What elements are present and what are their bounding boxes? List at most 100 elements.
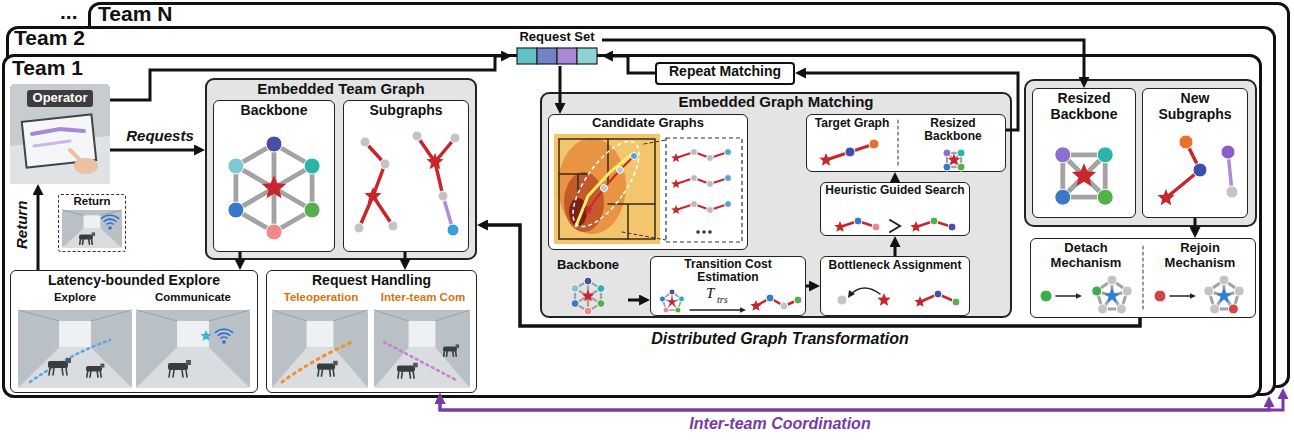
graph-edge bbox=[452, 351, 454, 356]
robot-head bbox=[66, 358, 71, 363]
more-dots bbox=[702, 230, 706, 234]
graph-vertex bbox=[872, 223, 880, 231]
signal-arc bbox=[101, 215, 119, 219]
text-slot: Repeat Matching bbox=[655, 64, 795, 80]
graph-edge bbox=[1142, 246, 1143, 310]
connector-arrow bbox=[894, 178, 897, 182]
art-group bbox=[659, 289, 802, 313]
text-slot: Latency-bounded Explore bbox=[10, 273, 258, 289]
heat-region bbox=[558, 138, 626, 234]
graph-vertex bbox=[952, 298, 960, 306]
text-slot: Candidate Graphs bbox=[548, 116, 748, 131]
graph-edge bbox=[321, 370, 323, 376]
connector-arrow bbox=[608, 56, 655, 73]
node-text: New Subgraphs bbox=[1144, 91, 1246, 122]
graph-vertex bbox=[943, 163, 951, 171]
signal-arc bbox=[107, 223, 114, 224]
graph-edge bbox=[88, 239, 90, 244]
graph-vertex bbox=[1098, 304, 1108, 314]
graph-edge bbox=[169, 370, 170, 377]
graph-edge bbox=[62, 368, 63, 375]
leader-star bbox=[750, 300, 761, 311]
graph-vertex bbox=[691, 149, 698, 156]
photo-wall-edge bbox=[18, 310, 132, 321]
node-text: Embedded Graph Matching bbox=[540, 94, 1012, 111]
graph-vertex bbox=[725, 201, 732, 208]
graph-edge bbox=[91, 239, 93, 244]
photo-frame bbox=[18, 310, 132, 388]
graph-vertex bbox=[1107, 275, 1117, 285]
connector-arrow bbox=[559, 66, 562, 108]
candidate-region bbox=[561, 132, 651, 237]
text-slot: Request Handling bbox=[266, 273, 477, 289]
graph-vertex bbox=[1221, 145, 1235, 159]
connector-arrow bbox=[110, 149, 199, 152]
photo-frame bbox=[136, 310, 250, 388]
graph-vertex bbox=[412, 131, 422, 141]
connector-arrow bbox=[1194, 218, 1197, 232]
text-slot: Detach Mechanism bbox=[1033, 241, 1139, 270]
photo-floor bbox=[62, 228, 122, 248]
edge-label: Requests bbox=[123, 128, 197, 145]
team-graph-panel: Embedded Team GraphBackboneSubgraphs bbox=[205, 78, 477, 260]
connector-arrow bbox=[801, 73, 1018, 130]
leader-star bbox=[910, 221, 921, 232]
teleop-trace bbox=[282, 342, 352, 382]
more-dots bbox=[708, 230, 712, 234]
node-text: Inter-team Com bbox=[374, 291, 472, 304]
text-slot: Subgraphs bbox=[343, 103, 469, 119]
node-text: Team 2 bbox=[14, 26, 214, 49]
graph-edge bbox=[401, 372, 403, 378]
graph-vertex bbox=[794, 296, 802, 304]
leader-star bbox=[582, 290, 594, 302]
node-text: Candidate Graphs bbox=[548, 116, 748, 131]
graph-vertex bbox=[948, 223, 956, 231]
art-group bbox=[1025, 80, 1256, 226]
graph-vertex bbox=[601, 185, 608, 192]
request-square bbox=[577, 48, 597, 64]
assignment-curve bbox=[851, 288, 880, 294]
comm-trace bbox=[384, 342, 456, 380]
edge-label: Distributed Graph Transformation bbox=[648, 330, 912, 348]
photo-frame bbox=[272, 310, 368, 388]
result-box: Target GraphResized Backbone bbox=[806, 114, 1006, 172]
graph-vertex bbox=[1122, 286, 1132, 296]
node-text: Rejoin Mechanism bbox=[1147, 241, 1253, 270]
robot-body bbox=[79, 235, 93, 240]
greater-sign bbox=[890, 220, 900, 232]
graph-vertex bbox=[679, 296, 685, 302]
graph-vertex bbox=[930, 217, 938, 225]
art-group bbox=[834, 217, 956, 232]
leader-star bbox=[364, 187, 381, 203]
node-text: Explore bbox=[18, 291, 132, 304]
graph-vertex bbox=[766, 294, 774, 302]
robot-body bbox=[443, 347, 457, 352]
graph-edge bbox=[1170, 295, 1192, 297]
graph-vertex bbox=[691, 175, 698, 182]
leader-star bbox=[1216, 288, 1231, 302]
graph-edge bbox=[53, 368, 54, 375]
art-group bbox=[272, 310, 470, 388]
text-slot: Heuristic Guided Search bbox=[824, 184, 966, 197]
graph-vertex bbox=[354, 223, 364, 233]
graph-edge bbox=[96, 372, 98, 378]
graph-vertex bbox=[1193, 163, 1207, 177]
graph-edge bbox=[186, 370, 187, 377]
graph-vertex bbox=[845, 147, 855, 157]
process-box: Bottleneck Assignment bbox=[820, 256, 970, 316]
robot-body bbox=[317, 364, 335, 370]
graph-vertex bbox=[584, 277, 592, 285]
graph-vertex bbox=[1097, 189, 1113, 205]
team-panel: Team 1OperatorReturnEmbedded Team GraphB… bbox=[2, 54, 1262, 398]
graph-vertex bbox=[1055, 147, 1071, 163]
text-slot: Resized Backbone bbox=[1034, 91, 1134, 122]
leader-star bbox=[262, 175, 286, 198]
photo-corridor bbox=[59, 321, 91, 348]
connector-arrow bbox=[239, 252, 242, 264]
edge-label-slot: Requests bbox=[112, 127, 208, 145]
text-slot: Resized Backbone bbox=[902, 117, 1004, 143]
graph-edge bbox=[397, 372, 399, 378]
candidate-box-art bbox=[548, 114, 748, 250]
node-text: Teleoperation bbox=[272, 291, 370, 304]
